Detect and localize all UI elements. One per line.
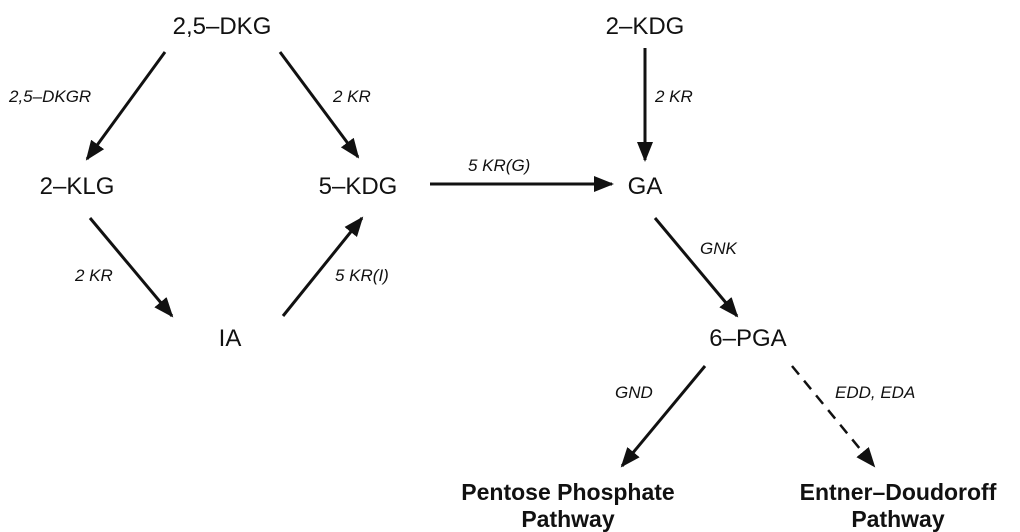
enzyme-5kr-g: 5 KR(G) <box>468 156 530 175</box>
node-ga: GA <box>628 173 663 200</box>
node-ia: IA <box>219 325 242 352</box>
node-5-kdg: 5–KDG <box>319 173 398 200</box>
enzyme-2-5-dkgr: 2,5–DKGR <box>8 87 91 106</box>
arrow-pga6-to-entner <box>791 365 876 468</box>
enzyme-2kr-top: 2 KR <box>332 87 371 106</box>
arrow-ia-to-kdg5 <box>281 216 364 317</box>
enzyme-2kr-bottom: 2 KR <box>74 266 113 285</box>
pathway-pentose-phosphate-line1: Pentose Phosphate <box>461 479 674 505</box>
node-2-kdg: 2–KDG <box>606 13 685 40</box>
arrow-pga6-to-pentose <box>620 365 707 468</box>
node-2-5-dkg: 2,5–DKG <box>173 13 272 40</box>
enzyme-edd-eda: EDD, EDA <box>835 383 915 402</box>
enzyme-gnd: GND <box>615 383 653 402</box>
pathway-entner-doudoroff-line2: Pathway <box>851 506 945 532</box>
pathway-entner-doudoroff-line1: Entner–Doudoroff <box>800 479 997 505</box>
arrow-klg2-to-ia <box>88 217 174 318</box>
arrow-ga-to-pga6 <box>653 217 739 318</box>
arrow-dkg25-to-kdg5 <box>278 51 360 159</box>
arrow-dkg25-to-klg2 <box>85 51 167 161</box>
node-6-pga: 6–PGA <box>709 325 786 352</box>
enzyme-gnk: GNK <box>700 239 738 258</box>
pathway-pentose-phosphate-line2: Pathway <box>521 506 615 532</box>
node-2-klg: 2–KLG <box>40 173 115 200</box>
enzyme-5kr-i: 5 KR(I) <box>335 266 389 285</box>
enzyme-2kr-right: 2 KR <box>654 87 693 106</box>
